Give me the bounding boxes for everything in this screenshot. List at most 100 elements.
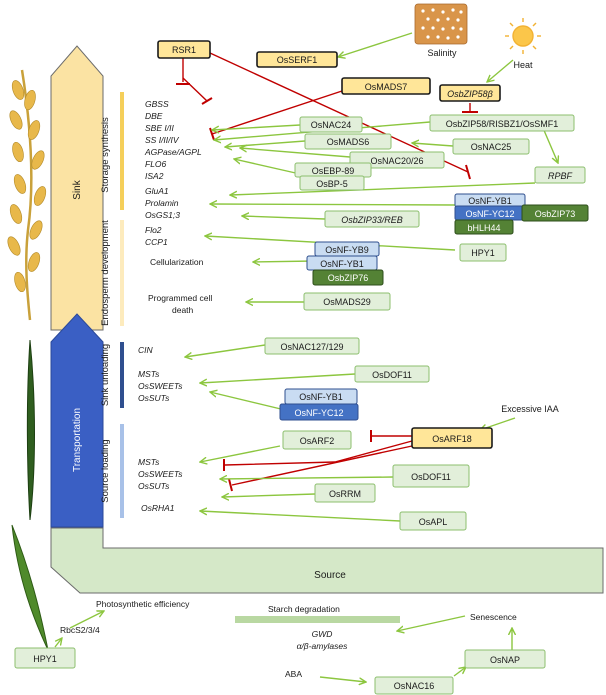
box-osmads6	[304, 133, 392, 150]
starch-degradation-bar	[235, 616, 400, 623]
box-hpy1-source-label: HPY1	[33, 654, 57, 664]
source-arrow	[50, 527, 604, 594]
gene-ss: SS I/II/IV	[145, 135, 180, 145]
box-osnac25	[452, 138, 530, 155]
storage-synthesis-bar	[120, 92, 124, 210]
box-osmads7-label: OsMADS7	[365, 82, 408, 92]
senescence-label: Senescence	[470, 612, 517, 622]
box-osserf1	[256, 51, 338, 68]
box-rpbf	[534, 166, 586, 184]
gene-ossweets-2: OsSWEETs	[138, 469, 183, 479]
leaf-blade-illustration	[26, 339, 35, 521]
gene-agpase: AGPase/AGPL	[144, 147, 202, 157]
box-bhlh44-label: bHLH44	[467, 223, 500, 233]
gwd-label: GWD	[312, 629, 333, 639]
box-osnfyc12-c	[279, 403, 359, 421]
gene-cin: CIN	[138, 345, 154, 355]
box-osserf1-label: OsSERF1	[277, 55, 318, 65]
endosperm-gene-list: Flo2 CCP1	[145, 225, 168, 247]
box-osdof11-b	[392, 464, 470, 488]
transportation-arrow	[50, 313, 104, 528]
gene-ossuts-2: OsSUTs	[138, 481, 170, 491]
box-rpbf-label: RPBF	[548, 171, 573, 181]
sun-icon	[505, 18, 541, 54]
source-loading-gene-list: MSTs OsSWEETs OsSUTs OsRHA1	[138, 457, 183, 513]
sink-label: Sink	[72, 179, 83, 199]
box-osbp5-label: OsBP-5	[316, 179, 348, 189]
box-osarf2	[282, 430, 352, 450]
box-osdof11-b-label: OsDOF11	[411, 472, 451, 482]
box-osnac20-26-label: OsNAC20/26	[370, 156, 423, 166]
sink-unloading-label: Sink unloading	[100, 344, 111, 406]
rbcs-label: RbcS2/3/4	[60, 625, 100, 635]
sink-unloading-gene-list: CIN MSTs OsSWEETs OsSUTs	[138, 345, 183, 403]
box-hpy1-source	[14, 647, 76, 669]
leaf-blade-illustration	[11, 524, 49, 651]
sink-arrow	[50, 45, 104, 331]
box-osnap	[464, 649, 546, 669]
gene-flo2: Flo2	[145, 225, 162, 235]
box-osapl-label: OsAPL	[419, 517, 448, 527]
endosperm-development-bar	[120, 220, 124, 326]
box-osnfyb1-c-label: OsNF-YB1	[299, 392, 343, 402]
sink-unloading-bar	[120, 342, 124, 408]
transportation-label: Transportation	[72, 408, 83, 472]
box-rsr1	[157, 40, 211, 59]
box-rsr1-label: RSR1	[172, 45, 196, 55]
aba-label: ABA	[285, 669, 302, 679]
box-osapl	[399, 511, 467, 531]
box-hpy1	[459, 243, 507, 262]
box-osnac24	[299, 116, 363, 133]
storage-gene-list: GBSS DBE SBE I/II SS I/II/IV AGPase/AGPL…	[144, 99, 202, 220]
programmed-cell-death-label: Programmed cell	[148, 293, 212, 303]
source-loading-label: Source loading	[100, 439, 111, 502]
box-osarf2-label: OsARF2	[300, 436, 335, 446]
amylases-label: α/β-amylases	[297, 641, 349, 651]
box-osdof11-label: OsDOF11	[372, 370, 412, 380]
box-osnac20-26	[349, 151, 445, 169]
gene-glua1: GluA1	[145, 186, 169, 196]
box-osbzip73	[521, 204, 589, 222]
box-osnap-label: OsNAP	[490, 655, 520, 665]
cellularization-label: Cellularization	[150, 257, 204, 267]
salinity-icon	[414, 3, 468, 45]
gene-ossuts: OsSUTs	[138, 393, 170, 403]
box-osnac16-label: OsNAC16	[394, 681, 435, 691]
photosynthetic-efficiency-label: Photosynthetic efficiency	[96, 599, 190, 609]
gene-isa2: ISA2	[145, 171, 164, 181]
programmed-cell-death-label-2: death	[172, 305, 194, 315]
starch-degradation-label: Starch degradation	[268, 604, 340, 614]
endosperm-development-label: Endosperm development	[100, 220, 111, 326]
box-osrrm	[314, 483, 376, 503]
box-osmads6-label: OsMADS6	[327, 137, 370, 147]
gene-sbe: SBE I/II	[145, 123, 174, 133]
box-osnfyb9-label: OsNF-YB9	[325, 245, 369, 255]
gene-msts: MSTs	[138, 369, 160, 379]
box-osmads7	[341, 77, 431, 95]
gene-gbss: GBSS	[145, 99, 169, 109]
box-osnac16	[374, 676, 454, 695]
box-osbzip58b	[439, 84, 501, 102]
box-osnac25-label: OsNAC25	[471, 142, 512, 152]
salinity-label: Salinity	[427, 48, 457, 58]
gene-msts-2: MSTs	[138, 457, 160, 467]
box-osmads29	[303, 292, 391, 311]
gene-ccp1: CCP1	[145, 237, 168, 247]
box-osbzip33-reb	[324, 210, 420, 228]
excessive-iaa-label: Excessive IAA	[501, 404, 559, 414]
source-loading-bar	[120, 424, 124, 518]
regulator-boxes: RSR1 OsSERF1 OsMADS7 OsbZIP58β OsNAC24 O…	[157, 40, 589, 531]
box-hpy1-label: HPY1	[471, 248, 495, 258]
box-osbzip33-reb-label: OsbZIP33/REB	[341, 215, 403, 225]
gene-prolamin: Prolamin	[145, 198, 179, 208]
box-osarf18-label: OsARF18	[432, 434, 472, 444]
box-osarf18	[411, 427, 493, 449]
heat-label: Heat	[513, 60, 533, 70]
box-osbzip76	[312, 269, 384, 286]
box-osnfyb1-b-label: OsNF-YB1	[320, 259, 364, 269]
box-osbzip76-label: OsbZIP76	[328, 273, 369, 283]
gene-osgs1-3: OsGS1;3	[145, 210, 180, 220]
box-bhlh44	[454, 219, 514, 235]
box-osbzip73-label: OsbZIP73	[535, 209, 576, 219]
box-osnac127-129	[264, 337, 360, 355]
